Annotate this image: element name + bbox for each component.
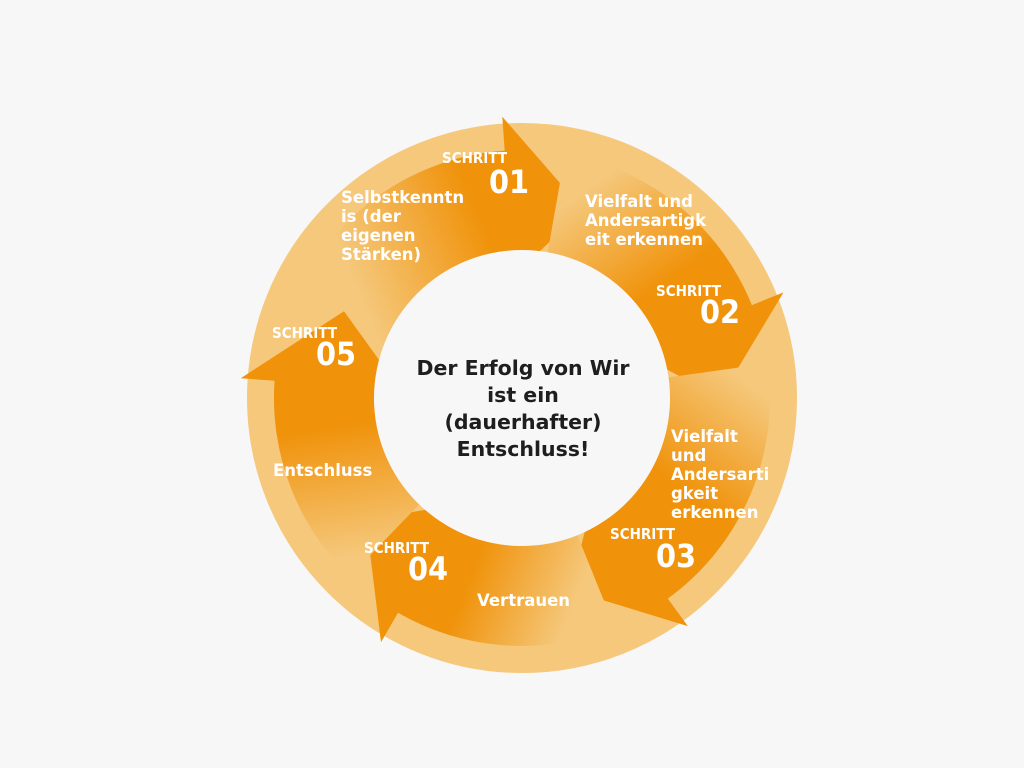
step-word-04: SCHRITT [364, 539, 430, 557]
step-arrow-02 [547, 153, 784, 398]
step-label-04: Vertrauen [477, 591, 571, 610]
center-disc [374, 250, 670, 546]
step-label-05: Entschluss [273, 461, 373, 480]
step-label-02: Vielfalt und Andersartigk eit erkennen [585, 192, 707, 249]
step-marker-02: SCHRITT 02 [656, 282, 740, 331]
step-number-02: 02 [700, 293, 740, 331]
step-marker-03: SCHRITT 03 [610, 525, 696, 575]
step-number-01: 01 [489, 163, 529, 201]
step-word-01: SCHRITT [442, 149, 508, 167]
step-word-03: SCHRITT [610, 525, 676, 543]
step-number-04: 04 [408, 550, 448, 588]
step-word-02: SCHRITT [656, 282, 722, 300]
center-statement: Der Erfolg von Wir ist ein (dauerhafter)… [416, 356, 630, 461]
step-marker-01: SCHRITT 01 [442, 149, 529, 201]
step-markers: SCHRITT 01 SCHRITT 02 SCHRITT 03 SCHRITT… [272, 149, 740, 588]
step-marker-04: SCHRITT 04 [364, 539, 448, 588]
step-label-01: Selbstkenntn is (der eigenen Stärken) [341, 188, 465, 264]
step-number-05: 05 [316, 335, 356, 373]
step-arrow-04 [366, 503, 615, 646]
step-number-03: 03 [656, 537, 696, 575]
step-word-05: SCHRITT [272, 324, 338, 342]
step-arrow-05 [240, 311, 420, 577]
step-arrow-03 [569, 363, 771, 627]
step-label-03: Vielfalt und Andersarti gkeit erkennen [671, 427, 770, 522]
step-arrow-01 [290, 116, 584, 345]
step-marker-05: SCHRITT 05 [272, 324, 356, 373]
